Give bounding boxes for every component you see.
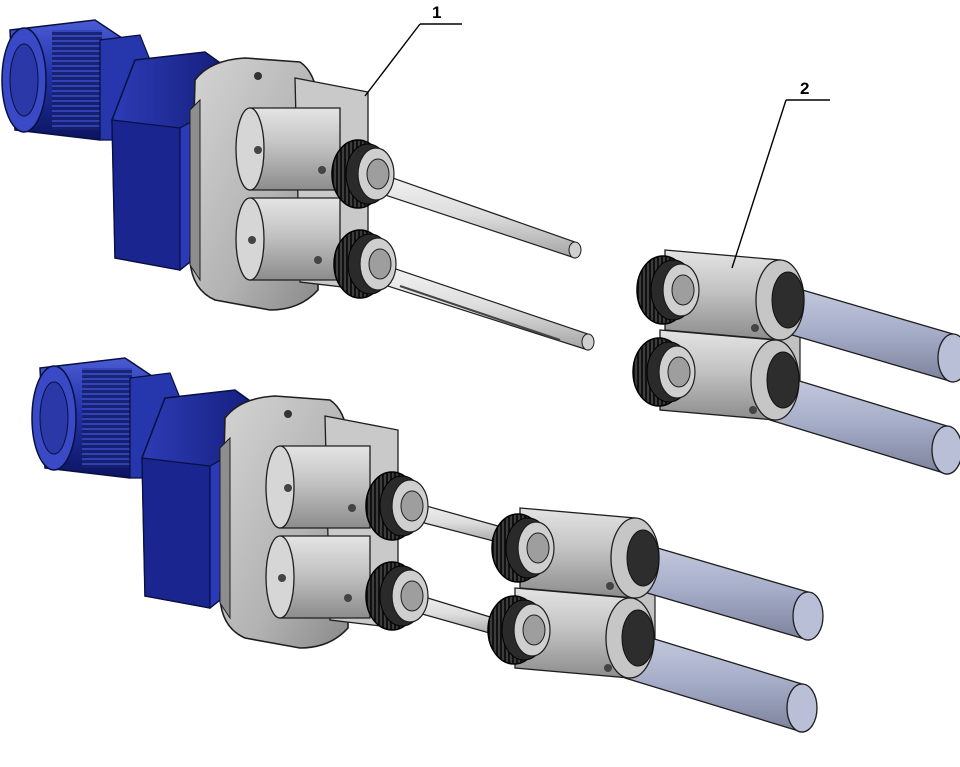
shaft-lower <box>374 261 595 351</box>
callout-2-label: 2 <box>800 79 809 98</box>
drive-unit-exploded <box>1 19 595 351</box>
shaft-upper <box>369 169 582 259</box>
roller-unit-exploded <box>633 250 960 474</box>
pulley-lower <box>333 229 397 299</box>
assembly-combined <box>31 357 823 732</box>
callout-2: 2 <box>731 79 830 269</box>
pulley-upper <box>331 139 395 209</box>
callout-1-label: 1 <box>432 3 441 22</box>
callout-1: 1 <box>364 3 462 97</box>
